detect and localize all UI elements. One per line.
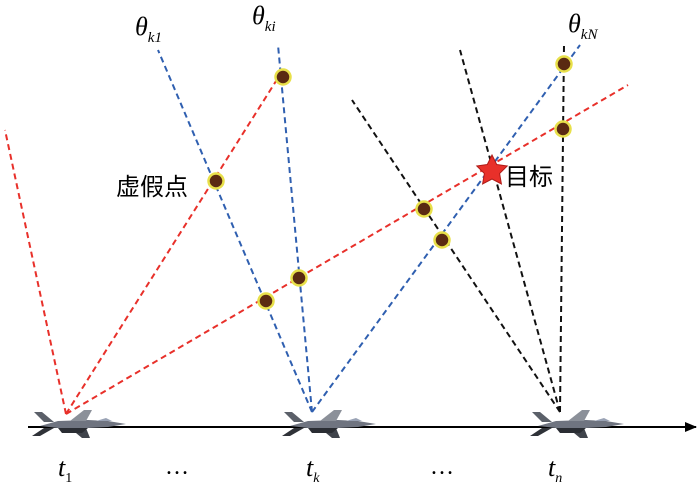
false-point-label: 虚假点	[116, 173, 188, 201]
time-label-t1: t1	[58, 453, 72, 483]
intersection-point	[257, 292, 275, 310]
intersection-points	[207, 55, 573, 310]
intersection-point	[274, 68, 292, 86]
aircraft-icon-t1	[32, 410, 126, 438]
target-star-icon	[475, 153, 509, 185]
blue-ray-theta-k1	[157, 49, 313, 413]
target-label: 目标	[505, 163, 553, 191]
intersection-point	[290, 269, 308, 287]
aircraft-icon-tk	[282, 410, 376, 438]
blue-ray-theta-ki	[277, 44, 313, 413]
black-ray-left	[351, 99, 561, 413]
intersection-point	[555, 55, 573, 73]
intersection-point	[433, 231, 451, 249]
intersection-point	[207, 172, 225, 190]
red-rays	[4, 69, 629, 415]
time-label-tn: tn	[548, 453, 562, 483]
ellipsis-left: …	[165, 454, 189, 480]
red-ray-from-t1-steep	[65, 69, 284, 415]
blue-rays	[157, 44, 581, 413]
black-rays	[351, 44, 565, 413]
intersection-point	[415, 200, 433, 218]
intersection-point	[554, 120, 572, 138]
red-ray-from-t1-shallow	[65, 84, 629, 415]
theta-k1-label: θk1	[135, 12, 162, 46]
black-ray-middle	[459, 49, 561, 413]
red-ray-from-t1-left	[4, 129, 67, 415]
theta-kN-label: θkN	[568, 9, 598, 43]
theta-ki-label: θki	[252, 1, 276, 35]
aircraft-icon-tn	[530, 410, 624, 438]
blue-ray-theta-kN	[311, 44, 581, 413]
black-ray-vertical	[559, 44, 565, 413]
time-label-tk: tk	[306, 453, 320, 483]
ellipsis-right: …	[430, 454, 454, 480]
